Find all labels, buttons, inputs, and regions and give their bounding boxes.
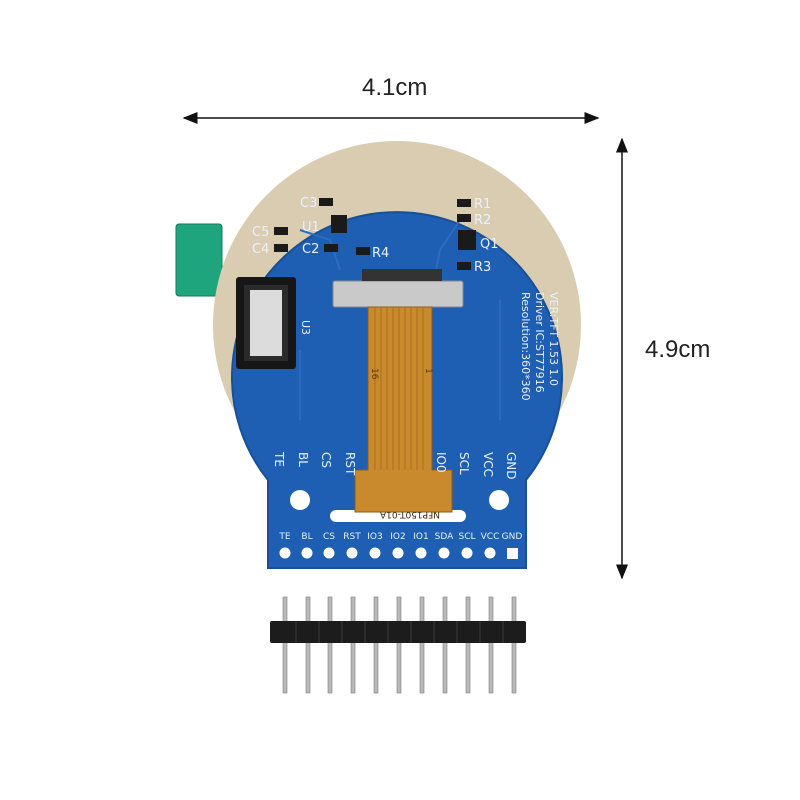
bottom-pin-label: SDA <box>435 532 454 542</box>
upper-pin-label: IO0 <box>434 452 448 473</box>
green-flex-tab <box>175 223 223 297</box>
mounting-hole-left <box>290 490 310 510</box>
bottom-pin-label: IO1 <box>413 532 428 542</box>
upper-pin-label: TE <box>272 451 286 467</box>
mounting-hole-right <box>489 490 509 510</box>
pin-header <box>270 596 526 694</box>
board-version-text: VER:TFT 1.53 1.0 <box>547 292 560 386</box>
upper-pin-label: SCL <box>457 452 471 475</box>
label-r3: R3 <box>474 260 491 275</box>
label-c2: C2 <box>302 242 319 257</box>
width-dimension-label: 4.1cm <box>362 74 428 101</box>
label-r4: R4 <box>372 246 389 261</box>
label-c3: C3 <box>300 196 317 211</box>
label-u1: U1 <box>302 220 320 235</box>
bottom-pin-label: TE <box>278 532 290 542</box>
height-dimension-label: 4.9cm <box>645 336 711 363</box>
bottom-pin-labels: TE BL CS RST IO3 IO2 IO1 SDA SCL VCC GND <box>278 532 522 542</box>
bottom-pin-label: RST <box>343 532 361 542</box>
label-q1: Q1 <box>480 237 499 252</box>
label-r2: R2 <box>474 213 491 228</box>
flex-mark-1: 1 <box>423 368 433 374</box>
board-driver-text: Driver IC:ST77916 <box>533 292 546 393</box>
upper-pin-label: BL <box>296 452 310 467</box>
flex-connector <box>332 269 464 308</box>
board-resolution-text: Resolution:360*360 <box>519 292 532 401</box>
board-pin-holes <box>279 547 518 559</box>
upper-pin-label: VCC <box>481 452 495 477</box>
upper-pin-label: CS <box>319 452 333 468</box>
label-u3: U3 <box>299 320 312 335</box>
upper-pin-labels: TE BL CS RST IO0 SCL VCC GND <box>272 451 518 480</box>
smd-components <box>274 198 476 270</box>
bottom-pin-label: BL <box>301 532 312 542</box>
upper-pin-label: RST <box>343 452 357 476</box>
label-c5: C5 <box>252 225 269 240</box>
fpc-connector <box>236 277 296 369</box>
upper-pin-label: GND <box>504 452 518 480</box>
bottom-pin-label: GND <box>502 532 523 542</box>
flex-cable <box>354 306 453 513</box>
bottom-pin-label: SCL <box>458 532 475 542</box>
flex-mark-16: 16 <box>369 368 379 380</box>
label-c4: C4 <box>252 242 269 257</box>
bottom-pin-label: VCC <box>481 532 500 542</box>
board-slot <box>330 510 466 522</box>
flex-part-number: NFP150T-01A <box>379 509 440 519</box>
label-r1: R1 <box>474 197 491 212</box>
bottom-pin-label: CS <box>323 532 335 542</box>
bottom-pin-label: IO3 <box>367 532 382 542</box>
bottom-pin-label: IO2 <box>390 532 405 542</box>
